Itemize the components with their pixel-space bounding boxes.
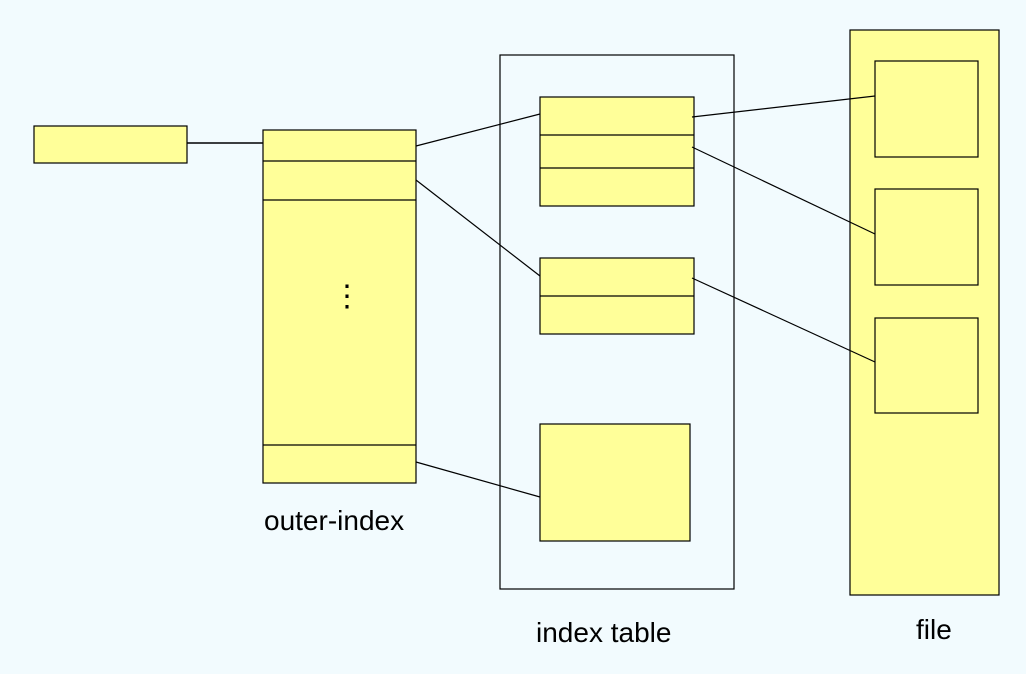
ellipsis-mark: ⋮ [332,280,362,313]
file-label: file [916,614,952,645]
connector-index2-file3 [691,277,876,363]
connector-outer2-index2 [415,179,541,277]
outer-index-label: outer-index [264,505,405,536]
file-block-1 [874,60,979,158]
connector-index1b-file2 [691,146,876,235]
connector-outer1-index1 [415,113,541,147]
connector-outer-last-index3 [415,461,541,498]
index-table-label: index table [536,617,672,648]
file-block-3 [874,317,979,414]
outer-index-block [262,129,417,484]
index-block-1 [539,96,695,207]
file-block-2 [874,188,979,286]
pointer-block [33,125,188,164]
index-block-3 [539,423,691,542]
connector-index1a-file1 [691,95,876,118]
